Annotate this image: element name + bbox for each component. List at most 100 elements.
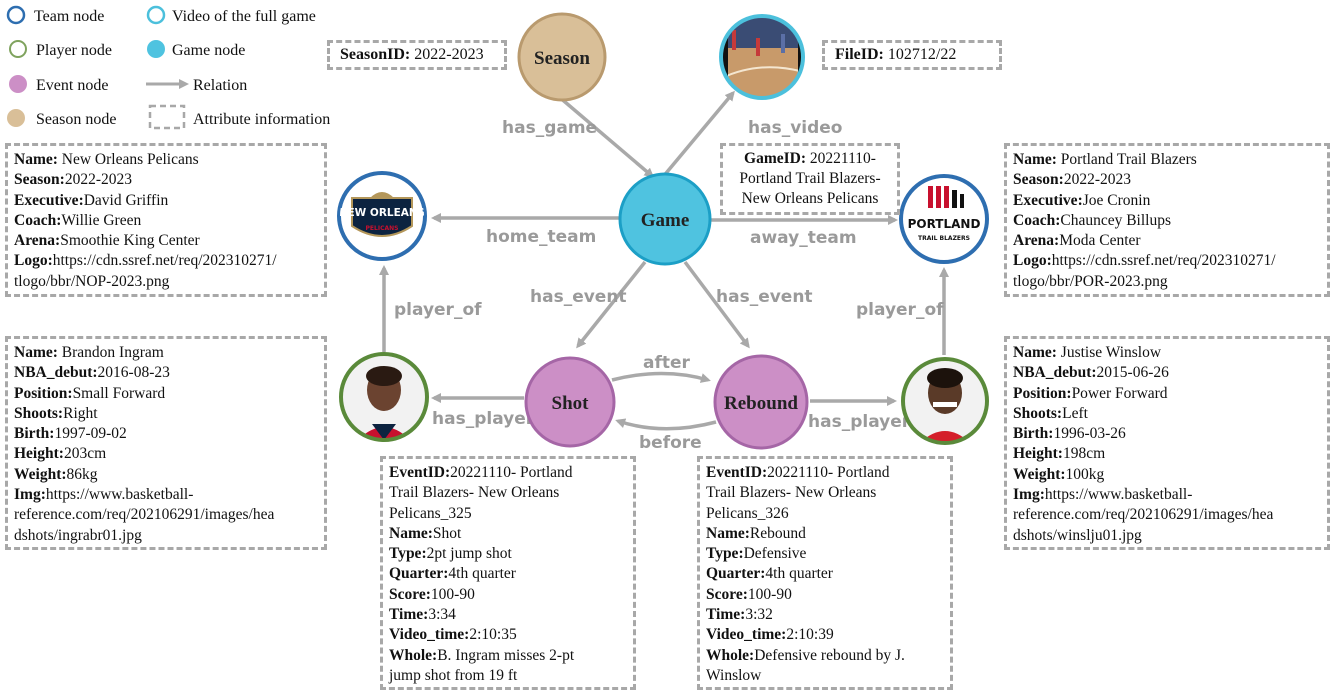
attribute-key: Weight:: [14, 465, 67, 483]
attribute-key: Position:: [1013, 384, 1072, 402]
attribute-key: Weight:: [1013, 465, 1066, 483]
attribute-row: reference.com/req/202106291/images/hea: [1013, 505, 1321, 525]
attribute-row: Coach:Willie Green: [14, 211, 318, 231]
attribute-key: NBA_debut:: [14, 364, 98, 382]
attribute-key: Executive:: [14, 191, 84, 209]
attribute-value: Smoothie King Center: [60, 232, 200, 250]
attribute-key: Coach:: [1013, 211, 1061, 229]
attribute-key: Name:: [1013, 344, 1057, 361]
label-player-of-left: player_of: [394, 300, 482, 320]
attribute-key: Logo:: [1013, 252, 1052, 270]
season-node-legend-icon: [7, 109, 25, 127]
attribute-row: Name: Justise Winslow: [1013, 343, 1321, 363]
attribute-legend-icon: [148, 104, 186, 130]
attribute-row: Name: New Orleans Pelicans: [14, 150, 318, 170]
attribute-value: Trail Blazers- New Orleans: [706, 484, 877, 502]
attribute-row: Logo:https://cdn.ssref.net/req/202310271…: [14, 251, 318, 271]
attribute-value: reference.com/req/202106291/images/hea: [14, 506, 275, 524]
legend-player-node: Player node: [36, 42, 112, 59]
label-has-player-left: has_player: [432, 409, 535, 429]
attribute-value: 203cm: [63, 445, 107, 463]
attribute-key: Birth:: [14, 425, 55, 443]
attribute-row: Season:2022-2023: [14, 170, 318, 190]
trail-blazers-logo: PORTLAND TRAIL BLAZERS: [908, 186, 980, 242]
game-id-line3: New Orleans Pelicans: [741, 190, 879, 207]
attribute-value: jump shot from 19 ft: [389, 666, 518, 684]
attribute-value: 2:10:35: [469, 626, 517, 644]
attribute-key: Season:: [14, 171, 65, 189]
attribute-row: Arena:Moda Center: [1013, 231, 1321, 251]
edge-has-game: [556, 94, 655, 178]
label-away-team: away_team: [750, 228, 857, 248]
label-has-event-left: has_event: [530, 287, 627, 307]
legend-team-node: Team node: [34, 8, 104, 25]
edge-has-video: [660, 90, 735, 180]
home-player-node: [339, 352, 429, 442]
attribute-key: Video_time:: [389, 626, 470, 644]
attribute-row: dshots/ingrabr01.jpg: [14, 526, 318, 546]
pelicans-logo-sub: PELICANS: [366, 225, 399, 232]
attribute-value: New Orleans Pelicans: [57, 151, 199, 168]
attribute-value: Portland Trail Blazers: [1056, 151, 1197, 168]
attribute-key: Height:: [14, 445, 64, 463]
attribute-row: EventID:20221110- Portland: [706, 463, 944, 483]
winslow-headshot: [904, 360, 986, 442]
attribute-key: Quarter:: [706, 565, 766, 583]
attribute-row: Img:https://www.basketball-: [1013, 485, 1321, 505]
season-id-value: 2022-2023: [410, 46, 484, 63]
attribute-row: Weight:100kg: [1013, 465, 1321, 485]
attribute-row: dshots/winslju01.jpg: [1013, 526, 1321, 546]
season-id-key: SeasonID:: [340, 46, 411, 63]
attribute-key: Shoots:: [1013, 404, 1063, 422]
legend: Team node Video of the full game Player …: [6, 5, 330, 130]
away-player-node: [901, 357, 989, 445]
attribute-value: 1997-09-02: [54, 425, 127, 443]
attribute-key: Img:: [1013, 486, 1045, 504]
attribute-key: Birth:: [1013, 425, 1054, 443]
attribute-value: B. Ingram misses 2-pt: [437, 646, 575, 664]
attribute-key: Position:: [14, 384, 73, 402]
attribute-row: NBA_debut:2016-08-23: [14, 363, 318, 383]
attribute-row: tlogo/bbr/POR-2023.png: [1013, 272, 1321, 292]
edge-before: [615, 418, 717, 431]
game-id-line2: Portland Trail Blazers-: [739, 170, 881, 187]
attribute-row: Img:https://www.basketball-: [14, 485, 318, 505]
attribute-key: Height:: [1013, 445, 1063, 463]
legend-event-node: Event node: [36, 77, 108, 94]
attribute-key: Name:: [14, 344, 58, 361]
attribute-value: Joe Cronin: [1082, 191, 1151, 209]
attribute-value: dshots/ingrabr01.jpg: [14, 526, 142, 544]
attribute-value: 3:32: [745, 606, 773, 624]
attribute-value: reference.com/req/202106291/images/hea: [1013, 506, 1274, 524]
attribute-row: Coach:Chauncey Billups: [1013, 211, 1321, 231]
attribute-row: tlogo/bbr/NOP-2023.png: [14, 272, 318, 292]
attribute-key: Score:: [389, 585, 431, 603]
file-id-key: FileID:: [835, 46, 884, 63]
label-before: before: [639, 433, 702, 453]
attribute-row: Video_time:2:10:35: [389, 625, 627, 645]
attribute-row: Name:Shot: [389, 524, 627, 544]
pelicans-logo-text: NEW ORLEANS: [339, 207, 426, 219]
attribute-row: EventID:20221110- Portland: [389, 463, 627, 483]
attribute-value: 2:10:39: [786, 626, 834, 644]
attribute-key: Whole:: [389, 646, 438, 664]
attribute-row: Score:100-90: [706, 585, 944, 605]
attribute-row: Score:100-90: [389, 585, 627, 605]
ingram-headshot: [342, 355, 426, 439]
attribute-key: Arena:: [14, 232, 61, 250]
attribute-value: Winslow: [706, 666, 762, 684]
attribute-row: Shoots:Left: [1013, 404, 1321, 424]
attribute-key: Video_time:: [706, 626, 787, 644]
attribute-value: 3:34: [428, 606, 456, 624]
attribute-row: Birth:1997-09-02: [14, 424, 318, 444]
away-team-node: PORTLAND TRAIL BLAZERS: [899, 174, 989, 264]
attribute-row: Quarter:4th quarter: [706, 564, 944, 584]
rebound-event-node: Rebound: [713, 354, 809, 450]
trail-blazers-logo-sub: TRAIL BLAZERS: [918, 235, 970, 242]
season-node: Season: [517, 12, 607, 102]
game-node-legend-icon: [147, 40, 165, 58]
attribute-row: Time:3:34: [389, 605, 627, 625]
